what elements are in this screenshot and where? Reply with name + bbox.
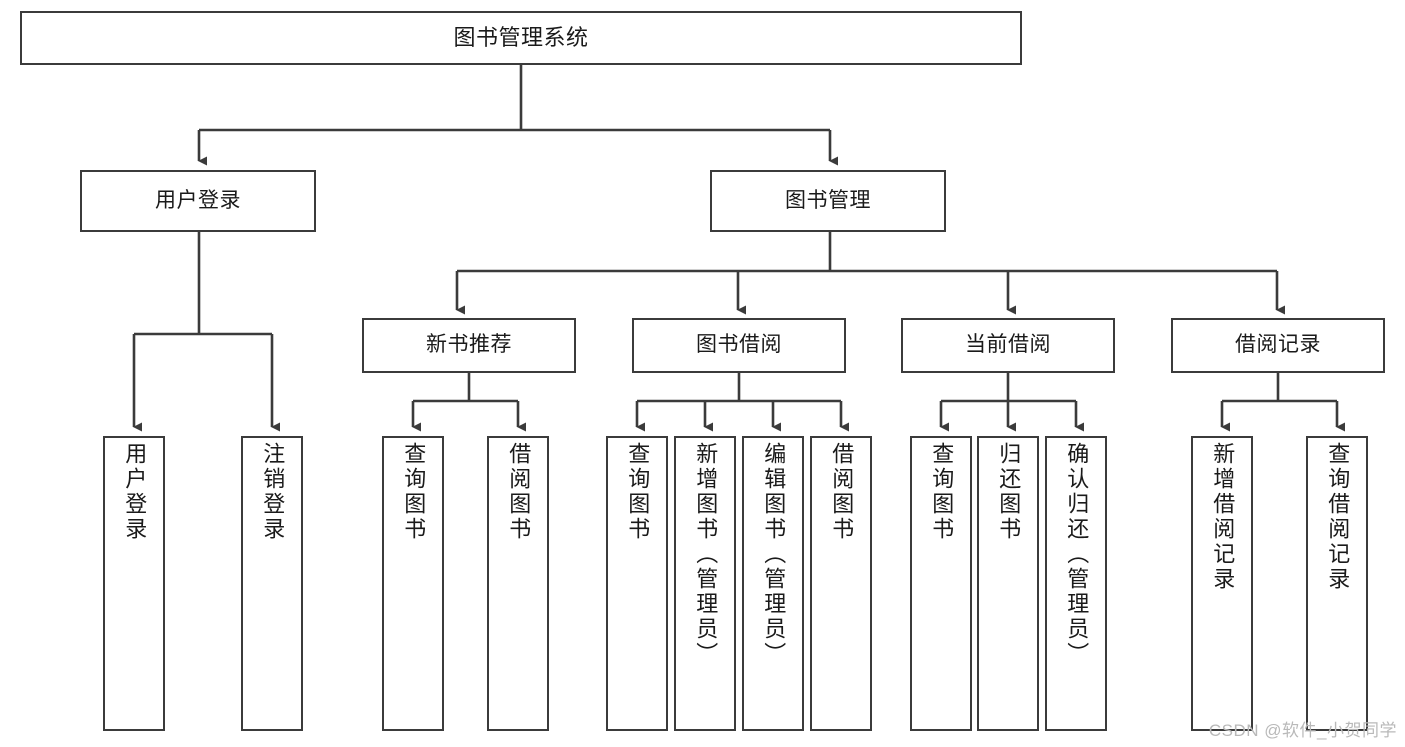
node-leaf-borrow-book-2-label: 借阅图书	[829, 442, 855, 542]
node-leaf-edit-book[interactable]: 编辑图书（管理员）	[742, 436, 804, 731]
node-root-system-label: 图书管理系统	[453, 25, 589, 51]
node-new-book-recommend[interactable]: 新书推荐	[362, 318, 576, 373]
node-leaf-borrow-book-2[interactable]: 借阅图书	[810, 436, 872, 731]
node-leaf-add-record[interactable]: 新增借阅记录	[1191, 436, 1253, 731]
node-leaf-return-book[interactable]: 归还图书	[977, 436, 1039, 731]
node-leaf-edit-book-label: 编辑图书（管理员）	[761, 442, 787, 667]
node-leaf-query-book-1-label: 查询图书	[401, 442, 427, 542]
node-book-management[interactable]: 图书管理	[710, 170, 946, 232]
node-leaf-user-logout-label: 注销登录	[260, 442, 286, 542]
node-current-borrow[interactable]: 当前借阅	[901, 318, 1115, 373]
node-leaf-user-login[interactable]: 用户登录	[103, 436, 165, 731]
node-leaf-user-login-label: 用户登录	[122, 442, 148, 542]
node-leaf-query-book-3[interactable]: 查询图书	[910, 436, 972, 731]
node-new-book-recommend-label: 新书推荐	[426, 333, 512, 357]
node-leaf-add-record-label: 新增借阅记录	[1210, 442, 1236, 592]
node-user-login-label: 用户登录	[155, 188, 241, 212]
node-book-management-label: 图书管理	[785, 188, 871, 212]
node-current-borrow-label: 当前借阅	[965, 333, 1051, 357]
node-leaf-confirm-return[interactable]: 确认归还（管理员）	[1045, 436, 1107, 731]
node-leaf-query-book-1[interactable]: 查询图书	[382, 436, 444, 731]
node-leaf-query-record-label: 查询借阅记录	[1325, 442, 1351, 592]
node-leaf-query-book-2[interactable]: 查询图书	[606, 436, 668, 731]
node-leaf-borrow-book-1[interactable]: 借阅图书	[487, 436, 549, 731]
csdn-watermark: CSDN @软件_小贺同学	[1208, 721, 1397, 740]
node-borrow-record-label: 借阅记录	[1235, 333, 1321, 357]
node-user-login[interactable]: 用户登录	[80, 170, 316, 232]
node-leaf-query-record[interactable]: 查询借阅记录	[1306, 436, 1368, 731]
node-book-borrow[interactable]: 图书借阅	[632, 318, 846, 373]
node-leaf-user-logout[interactable]: 注销登录	[241, 436, 303, 731]
node-book-borrow-label: 图书借阅	[696, 333, 782, 357]
node-leaf-add-book-label: 新增图书（管理员）	[693, 442, 719, 667]
node-leaf-confirm-return-label: 确认归还（管理员）	[1064, 442, 1090, 667]
node-leaf-add-book[interactable]: 新增图书（管理员）	[674, 436, 736, 731]
node-borrow-record[interactable]: 借阅记录	[1171, 318, 1385, 373]
node-root-system[interactable]: 图书管理系统	[20, 11, 1022, 65]
node-leaf-query-book-3-label: 查询图书	[929, 442, 955, 542]
node-leaf-query-book-2-label: 查询图书	[625, 442, 651, 542]
node-leaf-borrow-book-1-label: 借阅图书	[506, 442, 532, 542]
node-leaf-return-book-label: 归还图书	[996, 442, 1022, 542]
